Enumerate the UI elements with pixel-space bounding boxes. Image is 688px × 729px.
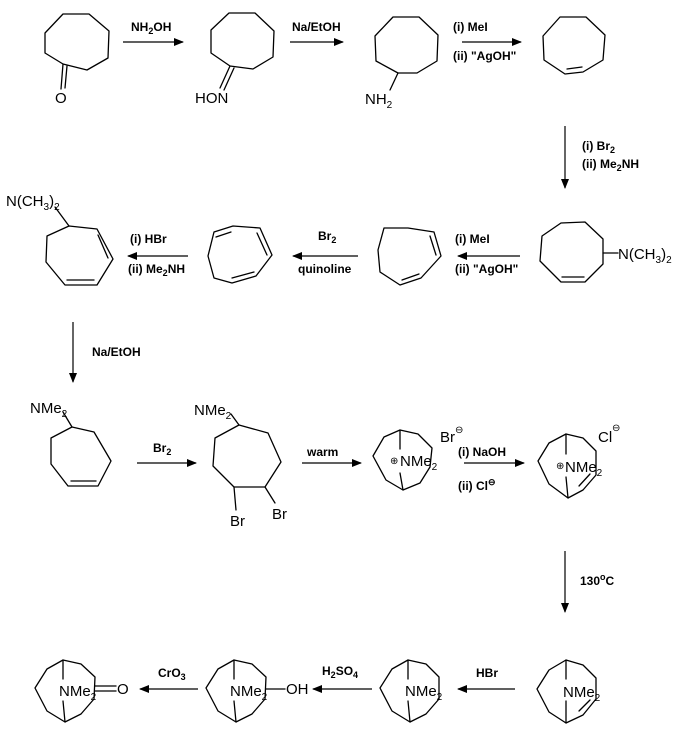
- atom-NMe2-c5: N(CH3)2: [618, 246, 672, 266]
- arrow-a7: (i) HBr (ii) Me2NH: [127, 232, 188, 278]
- arrow-a11: (i) NaOH (ii) Cl⊖: [458, 445, 525, 493]
- svg-text:(ii) Cl⊖: (ii) Cl⊖: [458, 477, 496, 493]
- molecule-cycloheptanone-oxime: HON: [195, 12, 275, 107]
- arrow-a10: warm: [302, 445, 362, 467]
- molecule-cycloheptatriene: [207, 225, 273, 284]
- svg-text:CrO3: CrO3: [158, 666, 186, 682]
- atom-NMe2-c11: NMe2: [400, 453, 438, 473]
- atom-NMe2-c12: NMe2: [565, 459, 603, 479]
- arrow-a2: Na/EtOH: [290, 20, 344, 46]
- svg-text:Br2: Br2: [153, 441, 171, 457]
- atom-NMe2-c15: NMe2: [230, 683, 268, 703]
- svg-text:Na/EtOH: Na/EtOH: [292, 20, 341, 34]
- molecule-dimethylaminocycloheptadiene: N(CH3)2: [6, 193, 114, 286]
- molecule-cycloheptanone: O: [44, 13, 110, 107]
- molecule-bicyclic-alcohol: NMe2 OH: [205, 659, 309, 723]
- arrow-a15: CrO3: [139, 666, 198, 693]
- atom-chloride-anion: Cl: [598, 429, 612, 446]
- molecule-bicyclic-amine: NMe2: [379, 659, 443, 723]
- svg-text:warm: warm: [306, 445, 338, 459]
- atom-NMe2-c9: NMe2: [30, 400, 68, 420]
- arrow-a14: H2SO4: [312, 664, 372, 693]
- svg-text:(i) HBr: (i) HBr: [130, 232, 167, 246]
- atom-O: O: [55, 90, 67, 107]
- molecule-bicyclic-ammonium-bromide: ⊕ NMe2 Br ⊖: [372, 425, 463, 491]
- svg-text:⊕: ⊕: [390, 456, 398, 467]
- svg-text:NH2OH: NH2OH: [131, 20, 171, 36]
- molecule-cycloheptylamine: NH2: [365, 16, 439, 111]
- arrow-a6: Br2 quinoline: [292, 229, 358, 276]
- molecule-bicyclic-ketone: NMe2 O: [34, 659, 129, 723]
- atom-O-ketone: O: [117, 681, 129, 698]
- molecule-cycloheptene: [542, 16, 606, 75]
- atom-NH2: NH2: [365, 91, 393, 111]
- atom-NMe2-c10: NMe2: [194, 402, 232, 422]
- svg-text:⊖: ⊖: [455, 425, 463, 436]
- molecule-bicyclic-amine-alkene: NMe2: [536, 659, 601, 724]
- arrow-a13: HBr: [457, 666, 515, 693]
- arrow-a9: Br2: [137, 441, 197, 467]
- svg-text:Br2: Br2: [318, 229, 336, 245]
- arrow-a3: (i) MeI (ii) "AgOH": [453, 20, 522, 63]
- atom-NMe2-c8: N(CH3)2: [6, 193, 60, 213]
- arrow-a8: Na/EtOH: [69, 322, 141, 383]
- svg-text:(ii) "AgOH": (ii) "AgOH": [455, 262, 518, 276]
- atom-NMe2-c16: NMe2: [59, 683, 97, 703]
- arrow-a12: 130oC: [561, 551, 615, 613]
- arrow-a1: NH2OH: [123, 20, 184, 46]
- atom-HON: HON: [195, 90, 228, 107]
- molecule-dimethylaminocycloheptene: N(CH3)2: [539, 221, 672, 283]
- svg-text:H2SO4: H2SO4: [322, 664, 358, 680]
- svg-text:(i) MeI: (i) MeI: [455, 232, 490, 246]
- svg-text:Na/EtOH: Na/EtOH: [92, 345, 141, 359]
- atom-Br-1: Br: [230, 513, 245, 530]
- arrow-a4: (i) Br2 (ii) Me2NH: [561, 126, 639, 189]
- svg-text:130oC: 130oC: [580, 572, 615, 588]
- atom-NMe2-c13: NMe2: [563, 684, 601, 704]
- atom-Br-2: Br: [272, 506, 287, 523]
- svg-text:(i) NaOH: (i) NaOH: [458, 445, 506, 459]
- svg-text:⊕: ⊕: [556, 461, 564, 472]
- atom-NMe2-c14: NMe2: [405, 683, 443, 703]
- svg-text:HBr: HBr: [476, 666, 498, 680]
- svg-text:quinoline: quinoline: [298, 262, 352, 276]
- molecule-cycloheptadiene: [377, 227, 442, 286]
- svg-text:(i) MeI: (i) MeI: [453, 20, 488, 34]
- arrow-a5: (i) MeI (ii) "AgOH": [455, 232, 520, 276]
- svg-text:(ii) Me2NH: (ii) Me2NH: [128, 262, 185, 278]
- svg-text:(i) Br2: (i) Br2: [582, 139, 615, 155]
- svg-text:⊖: ⊖: [612, 423, 620, 434]
- molecule-dibromide: NMe2 Br Br: [194, 402, 287, 530]
- atom-bromide-anion: Br: [440, 429, 455, 446]
- svg-text:(ii) "AgOH": (ii) "AgOH": [453, 49, 516, 63]
- svg-text:(ii) Me2NH: (ii) Me2NH: [582, 157, 639, 173]
- molecule-dimethylaminocycloheptene-2: NMe2: [30, 400, 112, 487]
- molecule-bicyclic-ammonium-chloride: ⊕ NMe2 Cl ⊖: [537, 423, 620, 499]
- atom-OH: OH: [286, 681, 309, 698]
